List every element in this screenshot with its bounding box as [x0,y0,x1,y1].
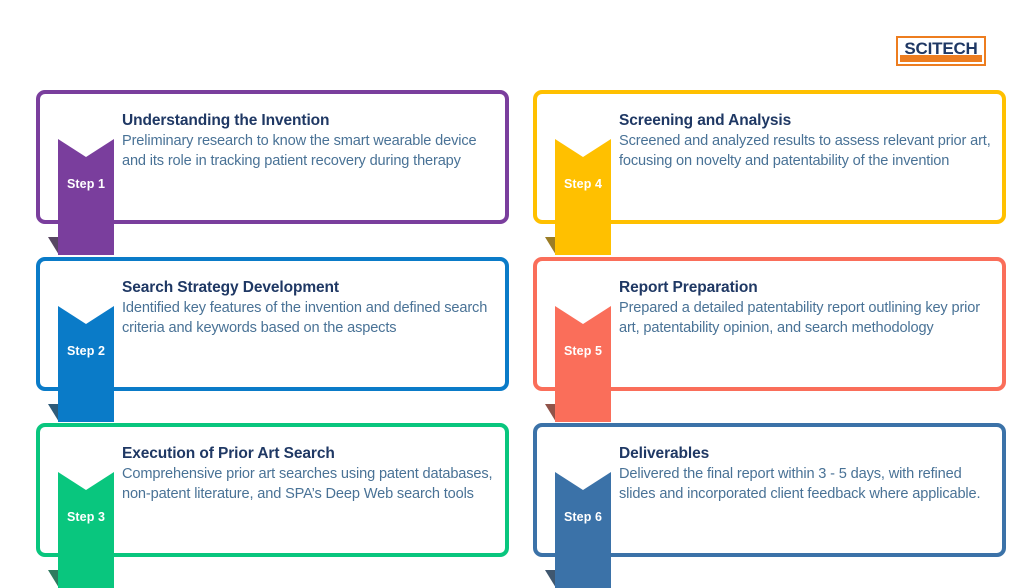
step-badge-label: Step 2 [66,344,106,358]
step-ribbon: Step 3 [48,442,116,588]
step-badge-label: Step 1 [66,177,106,191]
ribbon-shadow [48,404,59,422]
ribbon-shadow [48,237,59,255]
step-description: Preliminary research to know the smart w… [122,133,477,169]
step-description: Identified key features of the invention… [122,300,488,336]
step-ribbon: Step 1 [48,109,116,255]
logo-wordmark: SCITECH [904,39,978,58]
ribbon-shadow [545,570,556,588]
step-title: Search Strategy Development [122,279,339,296]
ribbon-shadow [545,237,556,255]
step-badge-label: Step 4 [563,177,603,191]
step-ribbon: Step 4 [545,109,613,255]
step-title: Execution of Prior Art Search [122,445,335,462]
step-badge-label: Step 5 [563,344,603,358]
step-description: Comprehensive prior art searches using p… [122,466,493,502]
step-title: Understanding the Invention [122,112,330,129]
step-title: Report Preparation [619,279,758,296]
ribbon-shape [555,442,611,588]
ribbon-shadow [48,570,59,588]
step-title: Deliverables [619,445,710,462]
ribbon-shape [58,276,114,422]
ribbon-shape [555,109,611,255]
ribbon-shadow [545,404,556,422]
step-ribbon: Step 5 [545,276,613,422]
step-description: Delivered the final report within 3 - 5 … [619,466,981,502]
logo-accent-bar [900,55,982,62]
step-description: Prepared a detailed patentability report… [619,300,980,336]
step-description: Screened and analyzed results to assess … [619,133,991,169]
step-ribbon: Step 6 [545,442,613,588]
step-badge-label: Step 3 [66,510,106,524]
step-ribbon: Step 2 [48,276,116,422]
step-title: Screening and Analysis [619,112,792,129]
step-badge-label: Step 6 [563,510,603,524]
ribbon-shape [555,276,611,422]
ribbon-shape [58,442,114,588]
ribbon-shape [58,109,114,255]
scitech-logo: SCITECH [896,36,986,66]
